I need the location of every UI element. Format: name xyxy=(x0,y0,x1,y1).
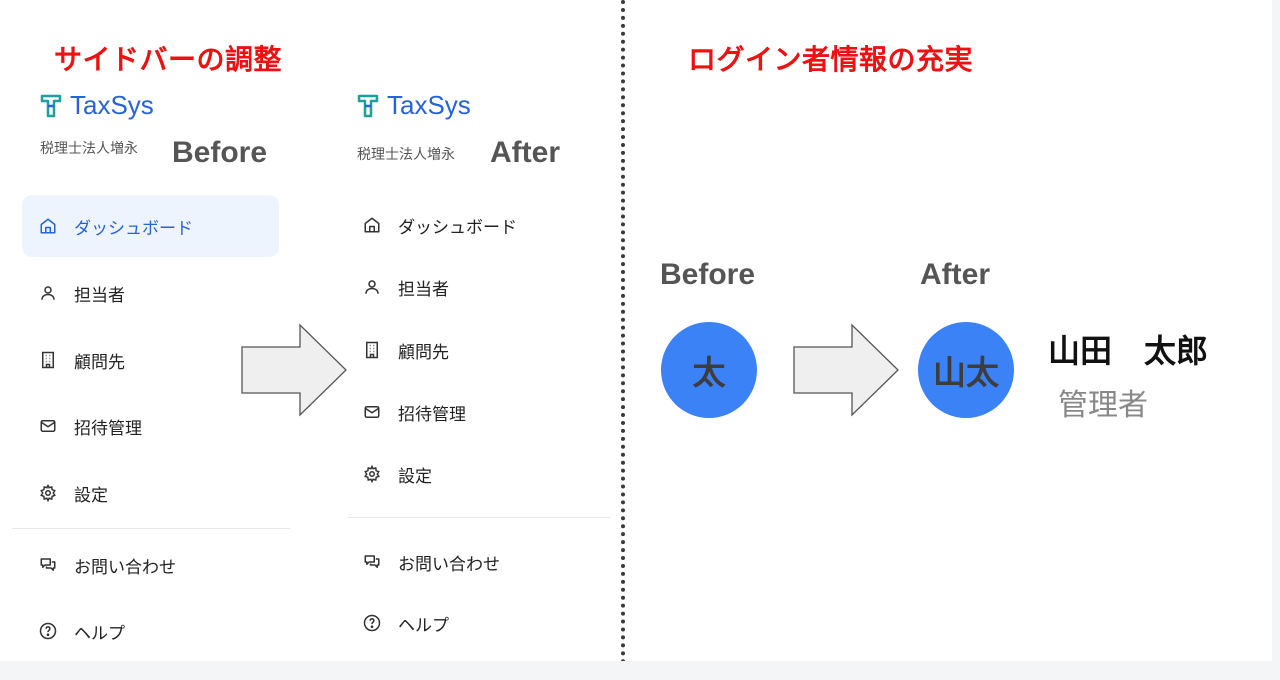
sidebar-item-label: 招待管理 xyxy=(74,418,142,439)
sidebar-item-label: 設定 xyxy=(398,466,432,487)
help-circle-icon xyxy=(38,621,58,641)
sidebar-item-help[interactable]: ヘルプ xyxy=(362,603,449,643)
right-edge-strip xyxy=(1272,0,1280,680)
sidebar-item-label: ヘルプ xyxy=(398,615,449,636)
building-icon xyxy=(38,350,58,370)
bottom-strip xyxy=(0,661,1280,680)
sidebar-item-contact[interactable]: お問い合わせ xyxy=(38,545,176,585)
home-icon xyxy=(362,215,382,235)
brand-sub: 税理士法人増永 xyxy=(357,147,455,163)
user-name: 山田 太郎 xyxy=(1048,332,1209,370)
gear-icon xyxy=(362,464,382,484)
brand-before: TaxSys xyxy=(40,90,154,121)
section-divider xyxy=(621,0,625,680)
chat-icon xyxy=(38,555,58,575)
building-icon xyxy=(362,340,382,360)
sidebar-item-label: 担当者 xyxy=(398,279,449,300)
before-label: Before xyxy=(172,136,268,169)
sidebar-item-label: ダッシュボード xyxy=(398,217,517,238)
sidebar-item-dashboard[interactable]: ダッシュボード xyxy=(362,205,517,245)
sidebar-item-invitations[interactable]: 招待管理 xyxy=(38,406,142,446)
sidebar-item-settings[interactable]: 設定 xyxy=(362,454,432,494)
sidebar-separator xyxy=(12,528,290,529)
sidebar-item-label: 顧問先 xyxy=(398,342,449,363)
sidebar-item-staff[interactable]: 担当者 xyxy=(362,267,449,307)
sidebar-item-label: ヘルプ xyxy=(74,623,125,644)
sidebar-item-staff[interactable]: 担当者 xyxy=(38,273,125,313)
sidebar-item-label: ダッシュボード xyxy=(74,218,193,239)
avatar-after[interactable]: 山太 xyxy=(918,322,1014,418)
transition-arrow-icon xyxy=(793,323,899,417)
brand-sub: 税理士法人増永 xyxy=(40,141,138,157)
sidebar-section-title: サイドバーの調整 xyxy=(54,43,283,76)
home-icon xyxy=(38,216,58,236)
after-label: After xyxy=(490,136,561,169)
sidebar-item-label: お問い合わせ xyxy=(398,554,500,575)
user-icon xyxy=(38,283,58,303)
sidebar-item-label: 設定 xyxy=(74,485,108,506)
sidebar-separator xyxy=(348,517,610,518)
sidebar-item-help[interactable]: ヘルプ xyxy=(38,611,125,651)
brand-name: TaxSys xyxy=(70,90,154,120)
avatar-initials: 太 xyxy=(692,353,726,392)
after-label: After xyxy=(920,258,991,291)
user-info-section-title: ログイン者情報の充実 xyxy=(688,43,974,76)
user-role: 管理者 xyxy=(1058,388,1148,423)
help-circle-icon xyxy=(362,613,382,633)
sidebar-item-clients[interactable]: 顧問先 xyxy=(362,330,449,370)
user-icon xyxy=(362,277,382,297)
mail-icon xyxy=(362,402,382,422)
active-nav-highlight xyxy=(22,195,279,257)
gear-icon xyxy=(38,483,58,503)
sidebar-item-label: 招待管理 xyxy=(398,404,466,425)
avatar-initials: 山太 xyxy=(933,353,999,392)
sidebar-item-label: 顧問先 xyxy=(74,352,125,373)
sidebar-item-clients[interactable]: 顧問先 xyxy=(38,340,125,380)
sidebar-item-contact[interactable]: お問い合わせ xyxy=(362,542,500,582)
brand-name: TaxSys xyxy=(387,90,471,120)
taxsys-logo-icon xyxy=(40,94,62,117)
sidebar-item-label: 担当者 xyxy=(74,285,125,306)
mail-icon xyxy=(38,416,58,436)
sidebar-item-label: お問い合わせ xyxy=(74,557,176,578)
taxsys-logo-icon xyxy=(357,94,379,117)
sidebar-item-invitations[interactable]: 招待管理 xyxy=(362,392,466,432)
brand-after: TaxSys xyxy=(357,90,471,121)
sidebar-item-dashboard[interactable]: ダッシュボード xyxy=(38,206,193,246)
sidebar-item-settings[interactable]: 設定 xyxy=(38,473,108,513)
avatar-before[interactable]: 太 xyxy=(661,322,757,418)
transition-arrow-icon xyxy=(241,323,347,417)
before-label: Before xyxy=(660,258,756,291)
chat-icon xyxy=(362,552,382,572)
